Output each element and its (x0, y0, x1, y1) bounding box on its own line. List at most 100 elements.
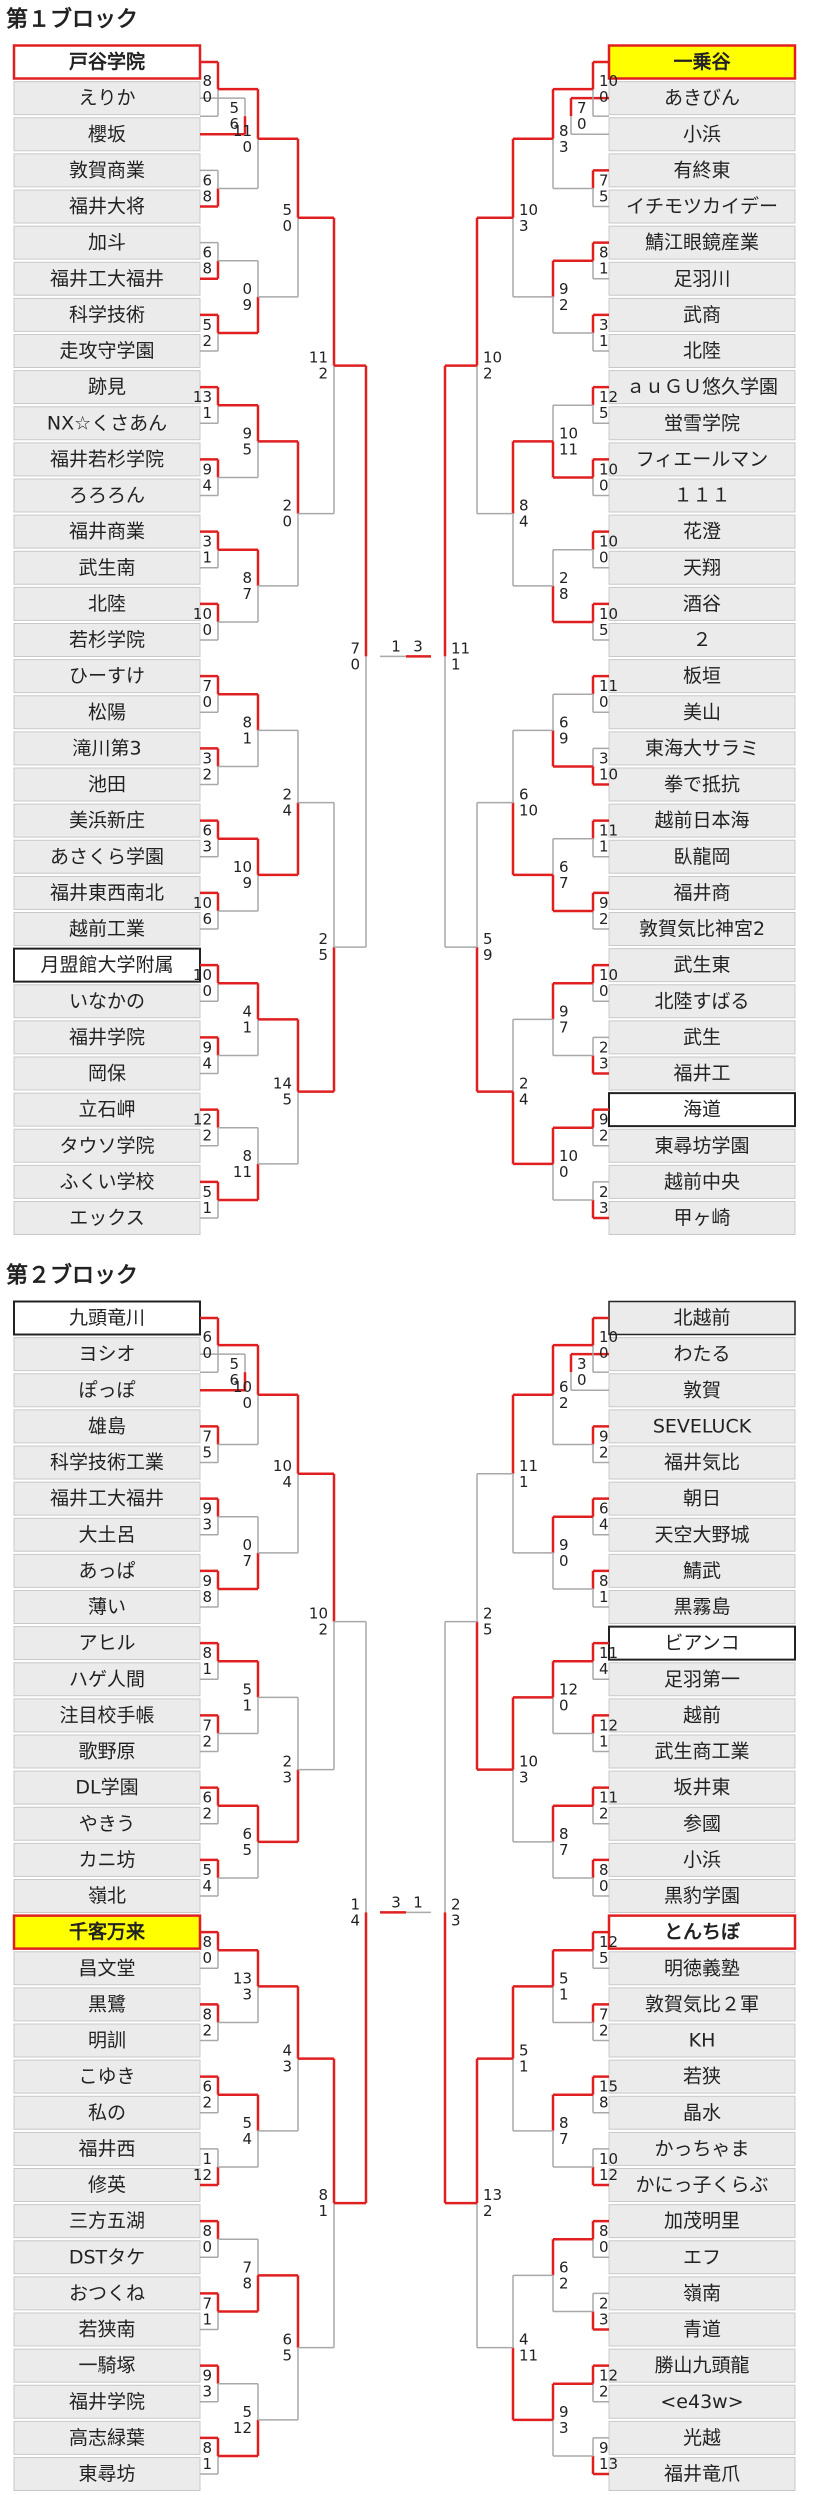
match-score: 0 (202, 2238, 212, 2256)
team-name: 敦賀商業 (69, 159, 145, 181)
team-name: エックス (69, 1207, 144, 1229)
match-score: 2 (202, 765, 212, 783)
team-box (608, 2420, 796, 2455)
match-score: 4 (519, 1091, 529, 1109)
match-score: 1 (202, 2455, 212, 2473)
team-box (608, 695, 796, 730)
match-score: 8 (242, 2274, 252, 2292)
team-name: わたる (673, 1343, 730, 1365)
match-score: 9 (559, 1002, 569, 1020)
team-box (13, 478, 201, 513)
team-box (608, 297, 796, 332)
team-name: 福井工大福井 (50, 1488, 164, 1510)
team-box (13, 659, 201, 694)
team-name: 昌文堂 (78, 1957, 135, 1979)
team-name: 歌野原 (78, 1741, 135, 1763)
team-name: 嶺北 (88, 1885, 126, 1907)
team-name: 福井大将 (69, 196, 145, 218)
match-score: 2 (599, 1183, 609, 1201)
match-score: 9 (202, 2367, 212, 2385)
match-score: 0 (350, 655, 360, 673)
team-name: ヨシオ (78, 1343, 135, 1365)
team-box (608, 1056, 796, 1091)
match-score: 2 (282, 497, 292, 515)
team-box (13, 1553, 201, 1588)
match-score: 15 (599, 2078, 618, 2096)
team-name: かにっ子くらぶ (635, 2174, 768, 2196)
match-score: 5 (282, 1091, 292, 1109)
match-score: 6 (202, 2078, 212, 2096)
match-score: 11 (309, 349, 328, 367)
match-score: 2 (599, 910, 609, 928)
match-score: 9 (599, 1111, 609, 1129)
team-box (13, 2059, 201, 2094)
team-box (13, 81, 201, 116)
match-score: 3 (519, 1769, 529, 1787)
team-name: こゆき (78, 2066, 135, 2088)
match-score: 1 (202, 549, 212, 567)
match-score: 2 (451, 1895, 461, 1913)
team-name: 月盟館大学附属 (40, 954, 173, 976)
team-name: 高志緑葉 (69, 2427, 145, 2449)
match-score: 4 (202, 1054, 212, 1072)
match-score: 12 (599, 2166, 618, 2184)
match-score: 0 (202, 621, 212, 639)
match-score: 1 (599, 838, 609, 856)
match-score: 8 (559, 2114, 569, 2132)
match-score: 8 (202, 72, 212, 90)
team-name: 海道 (683, 1099, 721, 1121)
team-name: 鯖武 (683, 1560, 721, 1582)
team-name: ａｕＧＵ悠久学園 (626, 376, 778, 398)
team-box (608, 2168, 796, 2202)
team-box (608, 1951, 796, 1986)
match-score: 11 (559, 440, 578, 458)
team-name: 跡見 (88, 376, 126, 398)
match-score: 4 (599, 1516, 609, 1534)
match-score: 1 (350, 1895, 360, 1913)
match-score: 7 (242, 1552, 252, 1570)
match-score: 0 (577, 115, 587, 133)
match-score: 2 (559, 1394, 569, 1412)
match-score: 0 (202, 693, 212, 711)
team-box (13, 2420, 201, 2455)
block-2: 第２ブロック九頭竜川ヨシオぽっぽ雄島科学技術工業福井工大福井大土呂あっぱ薄いアヒ… (6, 1263, 797, 2491)
team-name: 鯖江眼鏡産業 (645, 232, 759, 254)
match-score: 5 (202, 316, 212, 334)
match-score: 5 (242, 440, 252, 458)
match-score: 4 (282, 1473, 292, 1491)
team-box (13, 2131, 201, 2166)
match-score: 8 (202, 2222, 212, 2240)
team-name: 若杉学院 (69, 629, 145, 651)
match-score: 2 (599, 1127, 609, 1145)
match-score: 2 (202, 2021, 212, 2039)
match-score: 9 (202, 1572, 212, 1590)
team-name: イチモツカイデー (626, 196, 778, 218)
match-score: 0 (242, 1536, 252, 1554)
team-box (13, 1842, 201, 1877)
match-score: 13 (599, 2455, 618, 2473)
match-score: 0 (599, 1877, 609, 1895)
match-score: 5 (599, 404, 609, 422)
team-name: 甲ヶ崎 (673, 1207, 730, 1229)
match-score: 6 (559, 1378, 569, 1396)
team-box (13, 984, 201, 1019)
team-name: かっちゃま (654, 2138, 749, 2160)
team-name: 越前中央 (664, 1171, 740, 1193)
team-name: 越前 (683, 1704, 721, 1726)
team-box (608, 442, 796, 477)
match-score: 4 (242, 1002, 252, 1020)
match-score: 6 (229, 115, 239, 133)
team-box (608, 659, 796, 694)
team-name: 朝日 (683, 1488, 721, 1510)
match-score: 2 (559, 569, 569, 587)
match-score: 11 (233, 122, 252, 140)
match-score: 0 (242, 1394, 252, 1412)
team-box (608, 1337, 796, 1372)
team-name: 修英 (88, 2174, 126, 2196)
team-box (13, 1337, 201, 1372)
match-score: 4 (282, 802, 292, 820)
team-box (608, 514, 796, 549)
match-score: 4 (202, 1877, 212, 1895)
team-name: 明徳義塾 (664, 1957, 740, 1979)
team-box (608, 478, 796, 513)
